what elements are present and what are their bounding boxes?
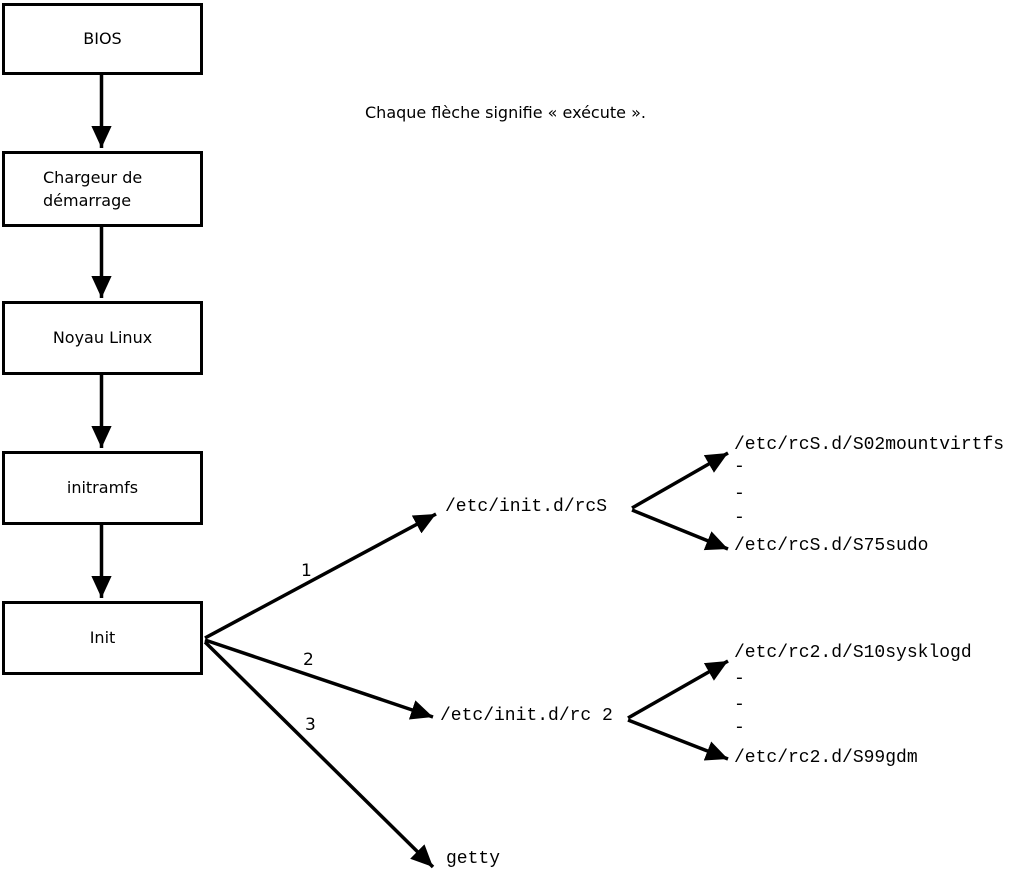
node-getty: getty [446,849,501,869]
box-bios: BIOS [2,3,203,75]
arrow-init-to-rc2 [204,638,434,720]
rcs-ellipsis-dash: - [734,457,745,477]
arrow-rcs-to-s02mountvirtfs [631,451,729,510]
branch-label-3: 3 [305,715,316,735]
rcs-ellipsis-dash: - [734,484,745,504]
node-rcs-child-s02mountvirtfs: /etc/rcS.d/S02mountvirtfs [734,435,1005,455]
arrow-init-to-getty [203,640,435,869]
rcs-ellipsis-dash: - [734,508,745,528]
arrow-rc2-to-s99gdm [627,718,729,761]
arrow-rcs-to-s75sudo [631,508,729,551]
arrow-init-to-rcs [204,512,437,640]
rc2-ellipsis-dash: - [734,669,745,689]
node-rc2-child-s99gdm: /etc/rc2.d/S99gdm [734,748,918,768]
arrow-rc2-to-s10sysklogd [627,659,729,720]
box-initramfs: initramfs [2,451,203,525]
node-rc2-child-s10sysklogd: /etc/rc2.d/S10sysklogd [734,643,972,663]
node-etc-init-d-rc2: /etc/init.d/rc 2 [440,706,613,726]
node-rcs-child-s75sudo: /etc/rcS.d/S75sudo [734,536,929,556]
branch-label-2: 2 [303,650,314,670]
rc2-ellipsis-dash: - [734,718,745,738]
legend-annotation: Chaque flèche signifie « exécute ». [365,103,646,122]
node-etc-init-d-rcs: /etc/init.d/rcS [445,497,608,517]
rc2-ellipsis-dash: - [734,695,745,715]
branch-label-1: 1 [301,561,312,581]
box-init: Init [2,601,203,675]
box-bootloader: Chargeur de démarrage [2,151,203,227]
box-linux-kernel: Noyau Linux [2,301,203,375]
